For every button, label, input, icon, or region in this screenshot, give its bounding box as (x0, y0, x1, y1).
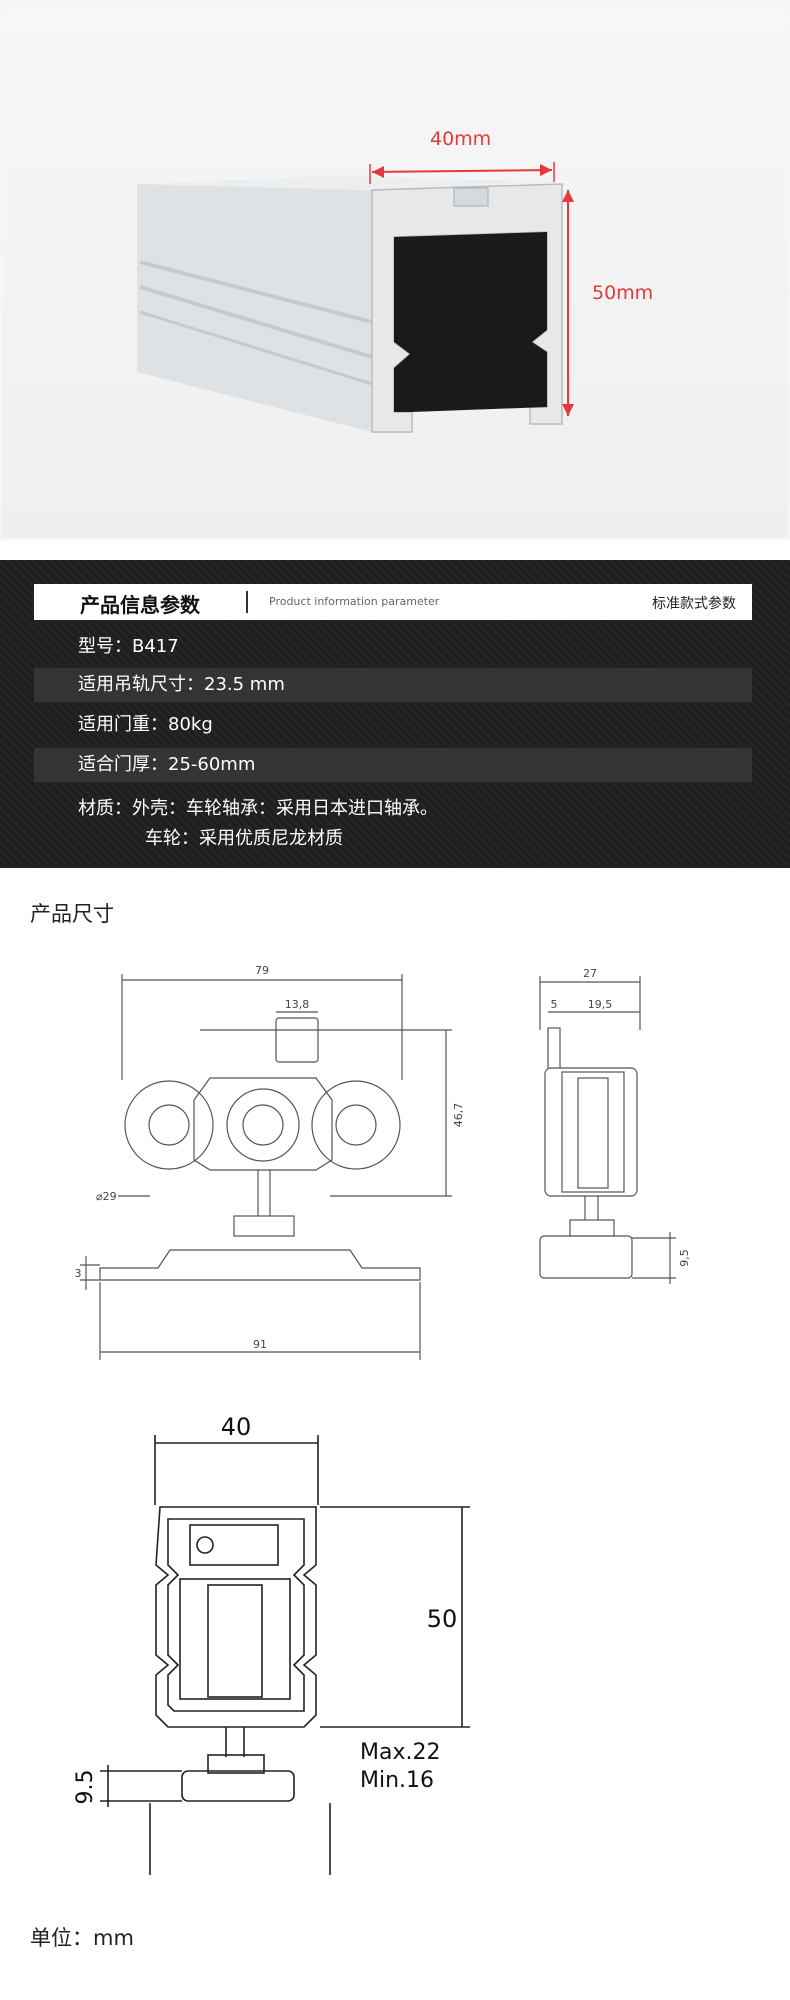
rail-plate-height-label: 9.5 (73, 1770, 98, 1805)
product-photo: 40mm 50mm (0, 0, 790, 540)
size-section-title: 产品尺寸 (30, 902, 114, 926)
rail-cross-section: 40 50 Max.22 Min.16 9.5 (73, 1415, 470, 1875)
rail-width-label: 40 (221, 1415, 252, 1441)
dim-27: 27 (583, 967, 597, 980)
info-row-wheel-material: 车轮：采用优质尼龙材质 (145, 828, 343, 849)
info-row-material: 材质：外壳：车轮轴承：采用日本进口轴承。 (78, 798, 438, 819)
dim-91: 91 (253, 1338, 267, 1351)
dim-19-5: 19,5 (588, 998, 613, 1011)
info-title: 产品信息参数 (80, 593, 200, 617)
info-header: 产品信息参数 Product information parameter 标准款… (34, 584, 752, 620)
dim-46-7: 46,7 (452, 1103, 465, 1128)
rail-side (137, 184, 372, 432)
rail-top (137, 176, 562, 190)
info-subtitle: Product information parameter (269, 595, 440, 608)
dim-5: 5 (551, 998, 558, 1011)
technical-drawings: 79 13,8 46,7 ⌀29 3 91 27 5 19,5 9,5 (75, 964, 691, 1360)
dim-3: 3 (75, 1267, 82, 1280)
product-info-panel: 产品信息参数 Product information parameter 标准款… (0, 560, 790, 868)
dim-13-8: 13,8 (285, 998, 310, 1011)
width-label: 40mm (430, 128, 492, 150)
info-row-door-thickness: 适合门厚：25-60mm (34, 748, 752, 782)
rail-height-label: 50 (427, 1605, 458, 1633)
header-divider (246, 591, 248, 613)
info-row-model: 型号：B417 (78, 636, 179, 657)
info-row-rail-size: 适用吊轨尺寸：23.5 mm (34, 668, 752, 702)
height-label: 50mm (592, 282, 654, 304)
info-row-door-weight: 适用门重：80kg (78, 714, 213, 735)
dim-9-5-side: 9,5 (678, 1249, 691, 1267)
rail-channel (394, 232, 547, 412)
photo-frame (2, 12, 788, 538)
info-tag: 标准款式参数 (652, 596, 736, 612)
width-dimension-line (371, 169, 553, 173)
rail-illustration (137, 162, 574, 433)
max-label: Max.22 (360, 1740, 440, 1765)
min-label: Min.16 (360, 1768, 434, 1793)
dim-79: 79 (255, 964, 269, 977)
dim-d29: ⌀29 (96, 1190, 117, 1203)
unit-label: 单位：mm (30, 1926, 134, 1950)
